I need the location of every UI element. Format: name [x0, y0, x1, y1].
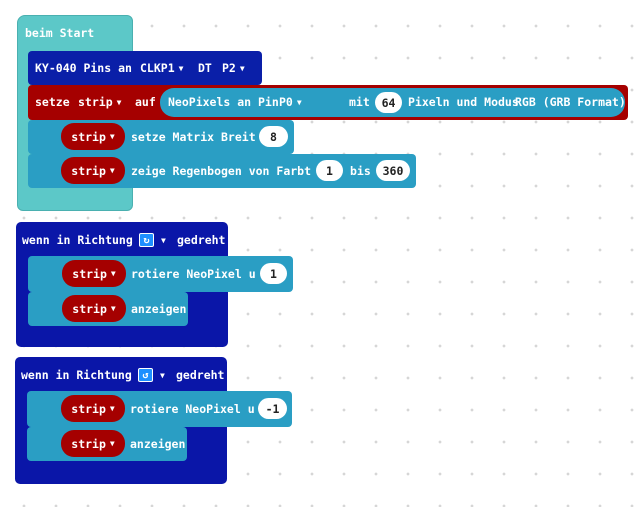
strip-variable-pill[interactable]: strip ▼ — [62, 295, 126, 322]
chevron-down-icon: ▼ — [160, 370, 165, 380]
show-rainbow-label: zeige Regenbogen von Farbt — [131, 164, 312, 178]
strip-variable-pill[interactable]: strip ▼ — [61, 430, 125, 457]
event-label: wenn in Richtung — [22, 233, 133, 247]
chevron-down-icon: ▼ — [239, 63, 245, 73]
direction-dropdown[interactable]: ↻ ▼ — [137, 233, 166, 247]
dt-pin-dropdown[interactable]: P2 ▼ — [222, 61, 245, 75]
rotate-label: rotiere NeoPixel u — [131, 267, 256, 281]
set-strip-block[interactable]: setze strip ▼ auf NeoPixels an Pin P0 ▼ … — [28, 85, 634, 120]
direction-dropdown[interactable]: ↺ ▼ — [136, 368, 165, 382]
chevron-down-icon: ▼ — [629, 97, 634, 107]
event-label: wenn in Richtung — [21, 368, 132, 382]
matrix-width-input[interactable]: 8 — [259, 126, 288, 147]
show-block[interactable]: strip ▼ anzeigen — [28, 292, 188, 326]
neopixels-create-block[interactable]: NeoPixels an Pin P0 ▼ mit 64 Pixeln und … — [160, 88, 634, 117]
show-block[interactable]: strip ▼ anzeigen — [27, 427, 187, 461]
rotate-pixels-block[interactable]: strip ▼ rotiere NeoPixel u -1 — [27, 391, 292, 427]
chevron-down-icon: ▼ — [109, 439, 115, 448]
strip-variable-pill[interactable]: strip ▼ — [61, 157, 125, 184]
turned-label: gedreht — [176, 368, 225, 382]
set-label: setze — [35, 95, 70, 109]
strip-variable-pill[interactable]: strip ▼ — [62, 260, 126, 287]
rotate-offset-input[interactable]: 1 — [260, 263, 287, 284]
to-label: auf — [135, 95, 156, 109]
ky040-label: KY-040 Pins an — [35, 61, 132, 75]
chevron-down-icon: ▼ — [109, 132, 115, 141]
arrow-clockwise-icon: ↻ — [139, 233, 154, 247]
chevron-down-icon: ▼ — [109, 166, 115, 175]
show-label: anzeigen — [131, 302, 187, 316]
chevron-down-icon: ▼ — [109, 404, 115, 413]
strip-variable-pill[interactable]: strip ▼ — [61, 395, 125, 422]
rainbow-start-input[interactable]: 1 — [316, 160, 343, 181]
set-matrix-width-block[interactable]: strip ▼ setze Matrix Breit 8 — [28, 120, 294, 154]
pixel-count-input[interactable]: 64 — [375, 92, 402, 113]
strip-variable-pill[interactable]: strip ▼ — [61, 123, 125, 150]
chevron-down-icon: ▼ — [296, 97, 302, 107]
chevron-down-icon: ▼ — [116, 97, 122, 107]
to-label: bis — [350, 164, 371, 178]
chevron-down-icon: ▼ — [161, 235, 166, 245]
with-label: mit — [349, 95, 370, 109]
rotate-pixels-block[interactable]: strip ▼ rotiere NeoPixel u 1 — [28, 256, 293, 292]
pixels-mode-label: Pixeln und Modus — [408, 95, 519, 109]
ky040-pins-block[interactable]: KY-040 Pins an CLKP1 ▼ DT P2 ▼ — [28, 51, 262, 85]
dt-label: DT — [198, 61, 212, 75]
set-matrix-label: setze Matrix Breit — [131, 130, 256, 144]
chevron-down-icon: ▼ — [110, 269, 116, 278]
arrow-counterclockwise-icon: ↺ — [138, 368, 153, 382]
rotate-label: rotiere NeoPixel u — [130, 402, 255, 416]
clk-pin-dropdown[interactable]: CLKP1 ▼ — [140, 61, 184, 75]
turned-label: gedreht — [177, 233, 226, 247]
rainbow-end-input[interactable]: 360 — [376, 160, 410, 181]
mode-dropdown[interactable]: RGB (GRB Format) ▼ — [515, 95, 634, 109]
rotate-offset-input[interactable]: -1 — [258, 398, 287, 419]
chevron-down-icon: ▼ — [178, 63, 184, 73]
show-label: anzeigen — [130, 437, 186, 451]
pin-dropdown[interactable]: P0 ▼ — [279, 95, 302, 109]
neopixels-label: NeoPixels an Pin — [168, 95, 279, 109]
on-start-label: beim Start — [25, 26, 95, 40]
show-rainbow-block[interactable]: strip ▼ zeige Regenbogen von Farbt 1 bis… — [28, 154, 416, 188]
strip-variable-dropdown[interactable]: strip ▼ — [78, 95, 122, 109]
chevron-down-icon: ▼ — [110, 304, 116, 313]
